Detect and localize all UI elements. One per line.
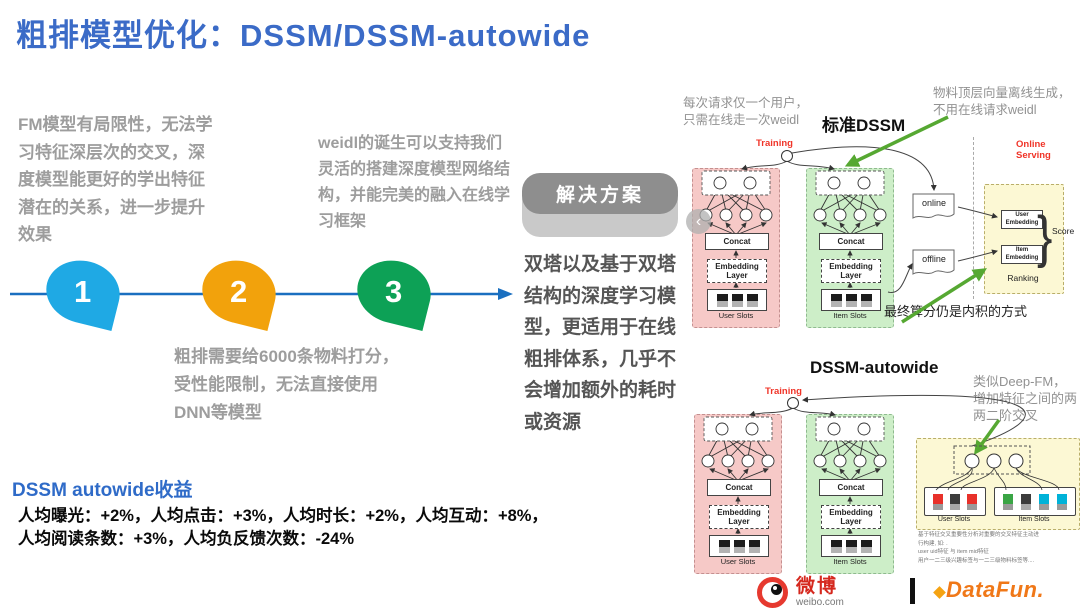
standard-dssm-title: 标准DSSM xyxy=(822,116,906,135)
slots-box xyxy=(821,289,881,311)
dssm-item-tower: Concat Embedding Layer Item Slots xyxy=(806,168,894,328)
feature-slot xyxy=(967,493,977,510)
tower-label: Item Slots xyxy=(833,311,867,320)
concat-box: Concat xyxy=(707,479,771,496)
benefits-metrics: 人均曝光：+2%，人均点击：+3%，人均时长：+2%，人均互动：+8%， 人均阅… xyxy=(18,505,558,551)
embedding-layer-box: Embedding Layer xyxy=(709,505,769,529)
logo-separator xyxy=(910,578,915,604)
step-badge-3: 3 xyxy=(350,252,438,332)
step-badge-2: 2 xyxy=(195,252,283,332)
note-weidl: weidl的诞生可以支持我们灵活的搭建深度模型网络结构，并能完美的融入在线学习框… xyxy=(318,135,511,230)
note-fm-limitation: FM模型有局限性，无法学习特征深层次的交叉，深度模型能更好的学出特征潜在的关系，… xyxy=(18,115,213,244)
embedding-layer-box: Embedding Layer xyxy=(821,505,881,529)
document-icon xyxy=(912,249,955,275)
concat-box: Concat xyxy=(819,233,883,250)
benefits-line-1: 人均曝光：+2%，人均点击：+3%，人均时长：+2%，人均互动：+8%， xyxy=(18,507,548,525)
slots-box xyxy=(709,535,769,557)
autowide-user-tower: Concat Embedding Layer User Slots xyxy=(694,414,782,574)
concat-box: Concat xyxy=(819,479,883,496)
dssm-user-tower: Concat Embedding Layer User Slots xyxy=(692,168,780,328)
note-coarse-ranking: 粗排需要给6000条物料打分，受性能限制，无法直接使用DNN等模型 xyxy=(174,347,399,422)
doc-label: offline xyxy=(922,254,946,264)
training-label-autowide: Training xyxy=(765,386,802,397)
serving-divider xyxy=(973,137,974,299)
datafun-logo: DataFun. xyxy=(933,577,1045,603)
tower-label: User Slots xyxy=(718,311,754,320)
feature-slot xyxy=(950,493,960,510)
inner-product-note: 最终算分仍是内积的方式 xyxy=(884,304,1028,319)
tower-label: Item Slots xyxy=(833,557,867,566)
slots-box xyxy=(821,535,881,557)
embedding-layer-box: Embedding Layer xyxy=(707,259,767,283)
online-document: online xyxy=(911,192,957,224)
benefits-heading: DSSM autowide收益 xyxy=(12,480,193,501)
step-badge-1: 1 xyxy=(39,252,127,332)
feature-slot xyxy=(1003,493,1013,510)
feature-slot xyxy=(1057,493,1067,510)
tower-label: User Slots xyxy=(720,557,756,566)
weibo-eye-icon xyxy=(757,577,788,608)
embedding-layer-box: Embedding Layer xyxy=(821,259,881,283)
wide-item-slots-label: Item Slots xyxy=(1018,516,1050,523)
concat-box: Concat xyxy=(705,233,769,250)
note-user-request: 每次请求仅一个用户， 只需在线走一次weidl xyxy=(683,96,809,127)
step-number: 1 xyxy=(74,274,92,309)
item-embedding-box: Item Embedding xyxy=(1001,245,1043,264)
note-deepfm: 类似Deep-FM， 增加特征之间的两 两二阶交叉 xyxy=(973,374,1078,424)
doc-label: online xyxy=(921,198,947,208)
slots-box xyxy=(707,289,767,311)
score-brace: } xyxy=(1037,203,1053,269)
user-embedding-box: User Embedding xyxy=(1001,210,1043,229)
datafun-mark-icon xyxy=(933,586,946,599)
note-item-offline: 物料顶层向量离线生成， 不用在线请求weidl xyxy=(933,86,1071,117)
feature-slot xyxy=(1021,493,1031,510)
cross-feature-note: 基于特征交叉重要性分析对重要的交叉特征主动进 行构建, 如: . user ui… xyxy=(918,532,1040,564)
solution-banner: 解决方案 xyxy=(522,173,678,214)
page-title: 粗排模型优化：DSSM/DSSM-autowide xyxy=(16,18,591,53)
online-serving-label: Online Serving xyxy=(1016,139,1051,161)
step-number: 3 xyxy=(385,274,403,309)
score-label: Score xyxy=(1052,226,1075,236)
benefits-line-2: 人均阅读条数：+3%，人均负反馈次数：-24% xyxy=(18,530,355,548)
weibo-wordmark: 微博 xyxy=(796,576,839,597)
autowide-title: DSSM-autowide xyxy=(810,358,939,377)
datafun-wordmark: DataFun. xyxy=(946,577,1045,602)
feature-slot xyxy=(933,493,943,510)
solution-body: 双塔以及基于双塔结构的深度学习模型，更适用于在线粗排体系，几乎不会增加额外的耗时… xyxy=(524,254,677,433)
weibo-domain: weibo.com xyxy=(796,597,844,608)
feature-slot xyxy=(1039,493,1049,510)
step-number: 2 xyxy=(230,274,248,309)
wide-user-slots-label: User Slots xyxy=(937,516,971,523)
training-label-standard: Training xyxy=(756,138,793,149)
offline-document: offline xyxy=(911,248,957,280)
weibo-logo: 微博 weibo.com xyxy=(757,577,844,608)
wide-user-slots-box xyxy=(924,487,986,516)
wide-item-slots-box xyxy=(994,487,1076,516)
carousel-prev-button[interactable]: ‹ xyxy=(686,209,711,234)
autowide-item-tower: Concat Embedding Layer Item Slots xyxy=(806,414,894,574)
ranking-label: Ranking xyxy=(1007,273,1039,283)
ranking-panel xyxy=(984,184,1064,294)
document-icon xyxy=(912,193,955,219)
